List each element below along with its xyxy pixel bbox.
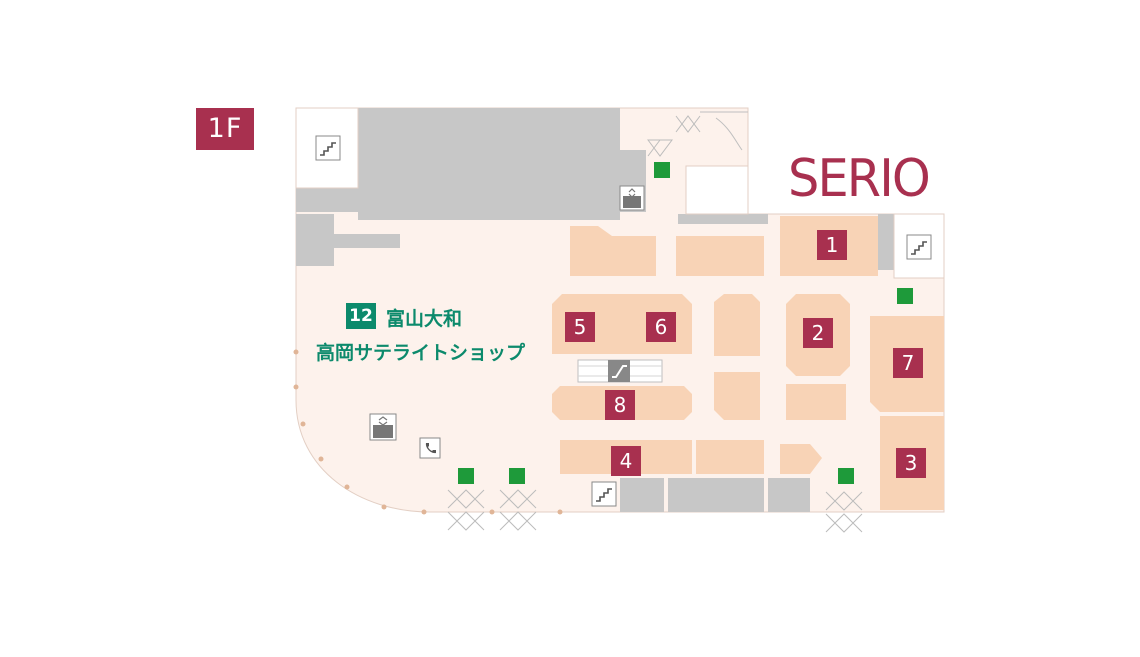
- shop-block: [786, 384, 846, 420]
- shop-3-label[interactable]: 3: [896, 448, 926, 478]
- back-of-house-wall: [678, 214, 768, 224]
- phone-icon: [419, 437, 441, 459]
- emergency-exit-icon: [458, 162, 913, 484]
- stairs-icon: [315, 135, 341, 161]
- shop-block: [696, 440, 764, 474]
- feature-name-line1: 富山大和: [386, 308, 463, 330]
- brand-logo: SERIO: [788, 149, 931, 209]
- floor-label: 1F: [196, 108, 254, 150]
- elevator-icon: [369, 413, 397, 441]
- elevator-icon: [619, 185, 645, 211]
- shop-1-label[interactable]: 1: [817, 230, 847, 260]
- back-of-house-wall: [296, 188, 358, 212]
- back-of-house-wall: [334, 234, 400, 248]
- shop-5-label[interactable]: 5: [565, 312, 595, 342]
- frontage-dots: [293, 349, 563, 515]
- stairs-icon: [906, 234, 932, 260]
- shop-2-label[interactable]: 2: [803, 318, 833, 348]
- shop-6-label[interactable]: 6: [646, 312, 676, 342]
- back-of-house-wall: [620, 478, 664, 512]
- shop-7-label[interactable]: 7: [893, 348, 923, 378]
- escalator-icon: [608, 360, 630, 382]
- automatic-door-icon: [447, 115, 863, 533]
- shop-block: [780, 444, 822, 474]
- feature-name-line2: 高岡サテライトショップ: [316, 342, 526, 364]
- shop-block: [676, 236, 764, 276]
- stairs-icon: [591, 481, 617, 507]
- shop-block: [570, 226, 656, 276]
- shop-block: [714, 372, 760, 420]
- back-of-house-wall: [358, 108, 620, 220]
- feature-number: 12: [346, 303, 376, 329]
- back-of-house-wall: [668, 478, 764, 512]
- back-of-house-wall: [296, 214, 334, 266]
- back-of-house-wall: [768, 478, 810, 512]
- shop-8-label[interactable]: 8: [605, 390, 635, 420]
- shop-block: [714, 294, 760, 356]
- back-of-house-wall: [878, 214, 894, 270]
- service-room: [685, 165, 749, 215]
- shop-4-label[interactable]: 4: [611, 446, 641, 476]
